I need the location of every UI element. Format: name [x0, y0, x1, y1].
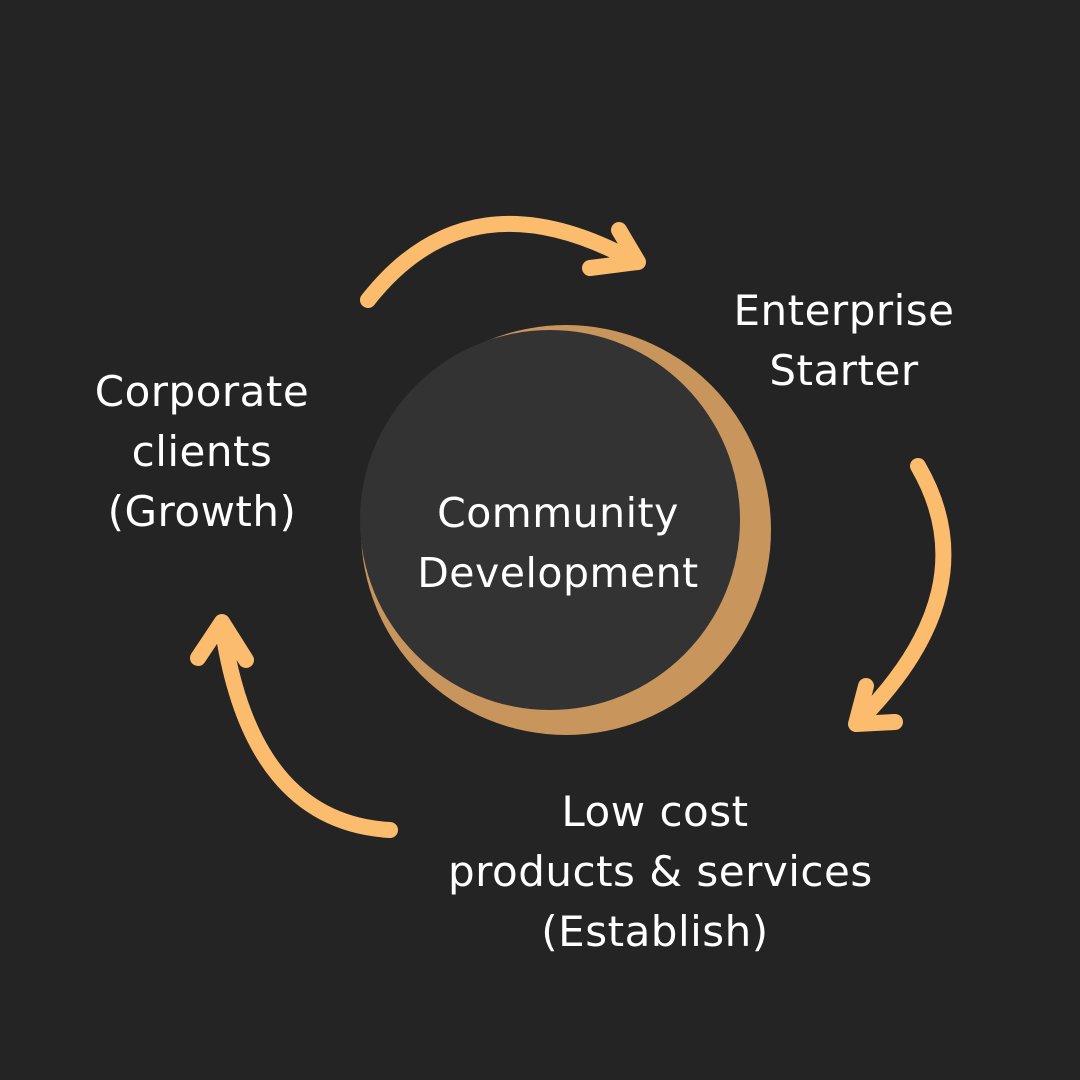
- stage-label-line: Enterprise: [733, 286, 955, 335]
- curved-arrow-icon: [190, 614, 398, 838]
- arrow-right-head: [848, 678, 903, 732]
- stage-label-low-cost: Low cost products & services (Establish): [448, 782, 873, 962]
- arrow-top-head: [582, 222, 646, 276]
- center-label-line: Community: [437, 489, 679, 537]
- center-hub: [360, 325, 771, 735]
- curved-arrow-icon: [360, 215, 646, 308]
- stage-label-line: Corporate: [94, 367, 310, 416]
- center-label-line: Development: [417, 549, 699, 597]
- arrow-left-head: [190, 614, 254, 668]
- stage-label-line: (Establish): [541, 907, 769, 956]
- stage-label-line: Starter: [769, 346, 919, 395]
- stage-label-line: products & services: [448, 847, 873, 896]
- arrow-top-shaft: [360, 215, 644, 308]
- stage-label-line: Low cost: [561, 787, 749, 836]
- center-label: Community Development: [408, 483, 708, 603]
- curved-arrow-icon: [848, 458, 952, 732]
- arrow-left-shaft: [214, 616, 398, 838]
- center-circle-front: [360, 330, 740, 710]
- stage-label-line: (Growth): [107, 487, 297, 536]
- stage-label-corporate-clients: Corporate clients (Growth): [82, 362, 322, 542]
- arrow-right-shaft: [850, 458, 952, 730]
- stage-label-enterprise-starter: Enterprise Starter: [722, 281, 966, 401]
- stage-label-line: clients: [131, 427, 273, 476]
